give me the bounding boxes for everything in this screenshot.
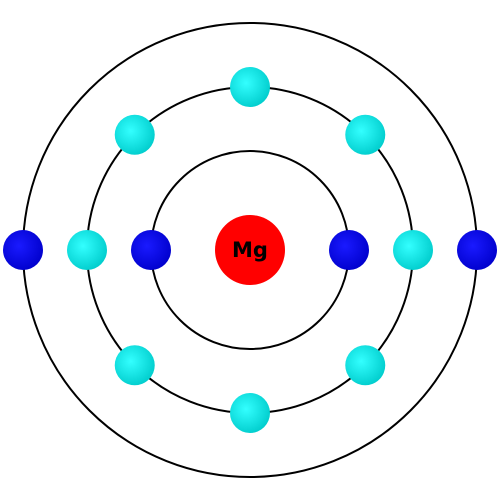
electron-shell-2	[67, 230, 107, 270]
electron-shell-3	[457, 230, 497, 270]
electron-shell-2	[345, 345, 386, 386]
nucleus	[215, 215, 285, 285]
electron-shell-3	[3, 230, 43, 270]
element-symbol: Mg	[232, 238, 268, 262]
electron-shell-2	[393, 230, 433, 270]
electron-shell-2	[230, 393, 270, 433]
electron-shell-2	[114, 114, 155, 155]
electron-shell-2	[114, 345, 155, 386]
electron-shell-2	[345, 114, 386, 155]
electron-shell-1	[329, 230, 369, 270]
electrons-group	[3, 67, 497, 433]
electron-shell-2	[230, 67, 270, 107]
electron-shell-1	[131, 230, 171, 270]
